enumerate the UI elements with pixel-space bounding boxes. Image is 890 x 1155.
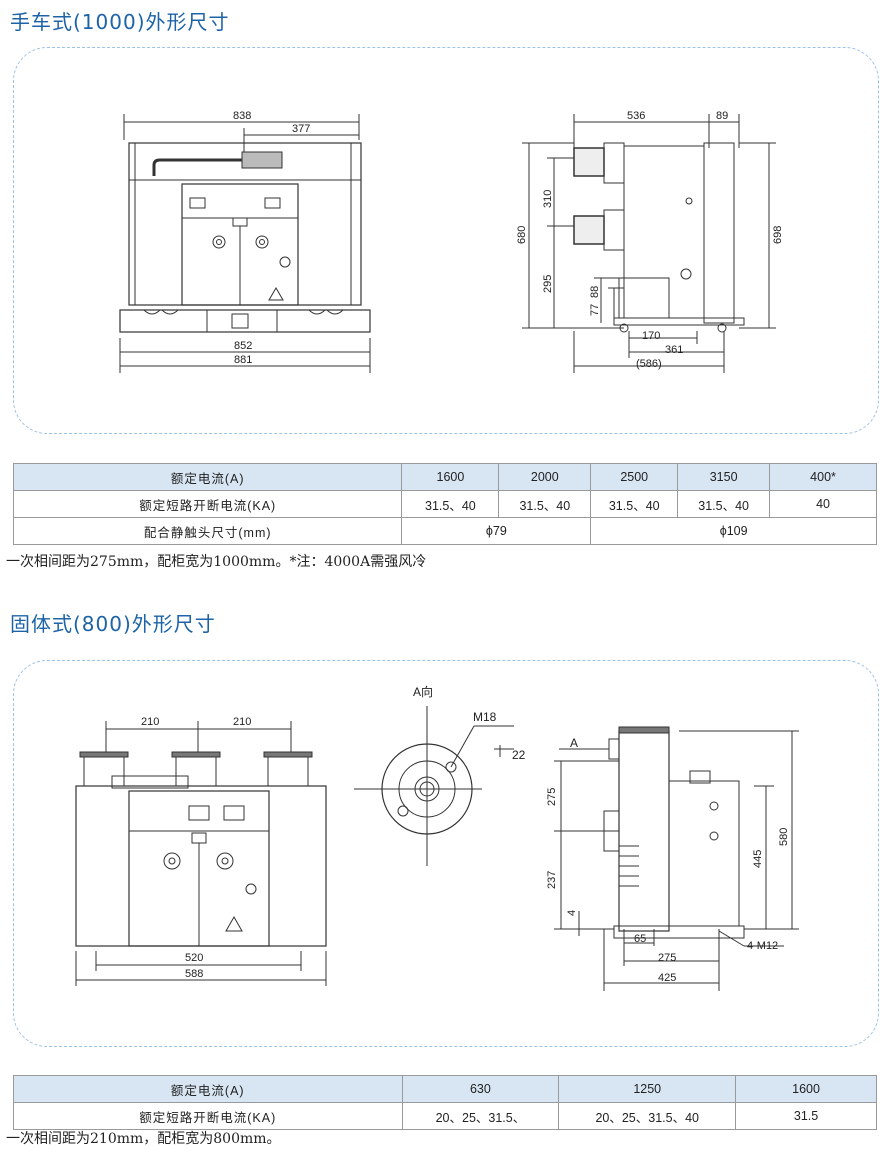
dim-425: 425 [658,972,676,984]
dim-881: 881 [234,354,252,366]
dim-4: 4 [566,910,578,916]
table-cell: 400* [769,463,877,491]
row-label: 额定短路开断电流(KA) [13,1102,403,1130]
a-view-title: A向 [413,684,433,699]
dim-852: 852 [234,340,252,352]
row-label: 配合静触头尺寸(mm) [12,517,403,545]
dim-520: 520 [185,952,203,964]
dim-237: 237 [546,871,558,889]
dim-295: 295 [542,275,554,293]
front-view-800 [75,721,327,986]
label-m18: M18 [473,710,497,724]
table-cell: ϕ79 [401,517,592,545]
dim-310: 310 [542,190,554,208]
table-cell: 40 [769,490,877,518]
dim-22: 22 [512,748,526,762]
table-cell: 3150 [677,463,771,491]
section1-title: 手车式(1000)外形尺寸 [10,10,230,34]
dim-88: 88 [589,286,601,298]
a-view-800 [354,706,514,866]
table-cell: 1600 [401,463,500,491]
row-label: 额定电流(A) [12,463,403,491]
table-cell: 20、25、31.5、 [401,1102,560,1130]
table-cell: ϕ109 [590,517,877,545]
dim-586: (586) [636,358,662,370]
table-cell: 1250 [558,1075,737,1103]
note-800: 一次相间距为210mm，配柜宽为800mm。 [6,1131,281,1147]
side-view-800 [554,726,799,991]
table-row: 额定短路开断电流(KA) 20、25、31.5、 20、25、31.5、40 3… [13,1102,877,1130]
dim-445: 445 [752,850,764,868]
section2-title: 固体式(800)外形尺寸 [10,612,216,636]
table-cell: 31.5、40 [401,490,500,518]
table-cell: 2000 [498,463,592,491]
row-label: 额定短路开断电流(KA) [12,490,403,518]
table-cell: 31.5、40 [677,490,771,518]
dim-210-left: 210 [141,716,159,728]
dim-77: 77 [589,304,601,316]
dim-377: 377 [292,123,310,135]
note-1000: 一次相间距为275mm，配柜宽为1000mm。*注：4000A需强风冷 [6,554,427,570]
front-view-1000: 838 377 852 881 [119,110,784,373]
dim-588: 588 [185,968,203,980]
drawings-800: 210 210 520 588 A向 M18 22 [75,684,799,991]
spec-table-1000: 额定电流(A) 1600 2000 2500 3150 400* 额定短路开断电… [12,463,877,545]
label-a: A [570,736,578,750]
spec-table-800: 额定电流(A) 630 1250 1600 额定短路开断电流(KA) 20、25… [13,1075,877,1130]
table-cell: 630 [401,1075,560,1103]
table-cell: 20、25、31.5、40 [558,1102,737,1130]
row-label: 额定电流(A) [13,1075,403,1103]
table-cell: 31.5、40 [498,490,592,518]
dim-89: 89 [716,110,728,122]
drawing-panel-1: 838 377 852 881 [13,47,879,434]
dim-580: 580 [778,828,790,846]
table-row: 额定电流(A) 1600 2000 2500 3150 400* [12,463,877,491]
dim-536: 536 [627,110,645,122]
table-cell: 2500 [590,463,679,491]
table-cell: 31.5、40 [590,490,679,518]
dim-275-horizontal: 275 [658,952,676,964]
dim-65: 65 [634,933,646,945]
dim-275-vertical: 275 [546,788,558,806]
dim-680: 680 [516,226,528,244]
dim-698: 698 [772,226,784,244]
table-cell: 1600 [735,1075,877,1103]
dim-838: 838 [233,110,251,122]
table-row: 额定短路开断电流(KA) 31.5、40 31.5、40 31.5、40 31.… [12,490,877,518]
dim-170: 170 [642,330,660,342]
dim-361: 361 [665,344,683,356]
drawing-panel-2: 210 210 520 588 A向 M18 22 [13,660,879,1047]
table-cell: 31.5 [735,1102,877,1130]
table-row: 额定电流(A) 630 1250 1600 [13,1075,877,1103]
side-view-1000 [522,114,776,373]
table-row: 配合静触头尺寸(mm) ϕ79 ϕ109 [12,517,877,545]
dim-210-right: 210 [233,716,251,728]
label-4-m12: 4-M12 [747,940,778,952]
